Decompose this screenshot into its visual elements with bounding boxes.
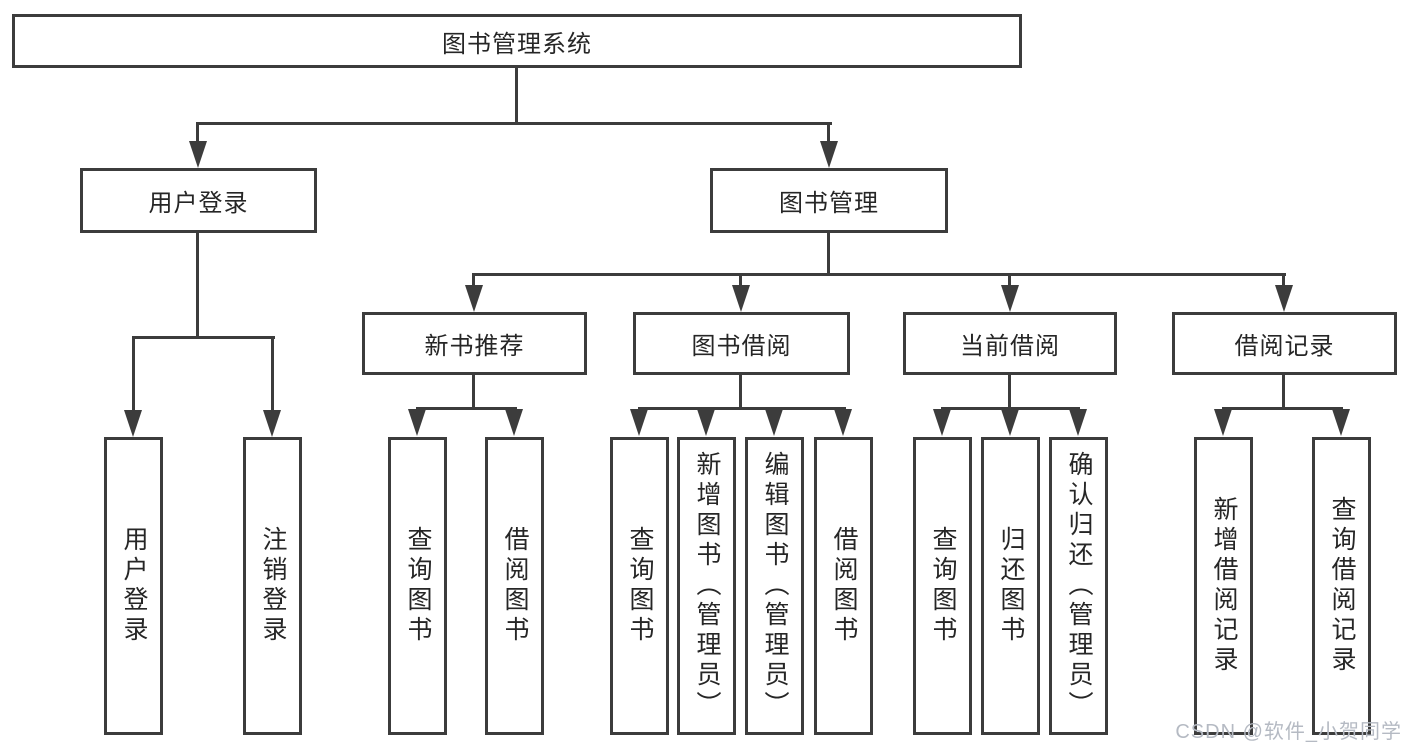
- connector-line: [271, 336, 274, 413]
- connector-line: [739, 375, 742, 410]
- node-label: 新增图书（管理员）: [693, 451, 721, 721]
- connector-line: [739, 273, 742, 290]
- node-label: 图书管理系统: [442, 30, 592, 58]
- connector-arrowhead: [820, 141, 838, 168]
- csdn-watermark: CSDN @软件_小贺同学: [1175, 721, 1402, 743]
- node-label: 确认归还（管理员）: [1065, 451, 1093, 721]
- connector-line: [196, 233, 199, 339]
- node-label: 用户登录: [120, 526, 148, 646]
- connector-arrowhead: [1275, 285, 1293, 312]
- connector-line: [1222, 407, 1343, 410]
- node-label: 当前借阅: [960, 333, 1060, 360]
- node-label: 查询图书: [404, 526, 432, 646]
- connector-line: [1008, 273, 1011, 290]
- node-label: 借阅记录: [1234, 333, 1335, 360]
- connector-arrowhead: [1001, 409, 1019, 436]
- leaf-logout: 注销登录: [243, 437, 302, 735]
- node-label: 注销登录: [259, 526, 287, 646]
- connector-arrowhead: [189, 141, 207, 168]
- node-label: 借阅图书: [830, 526, 858, 646]
- leaf-add-borrow-record: 新增借阅记录: [1194, 437, 1253, 735]
- connector-arrowhead: [765, 409, 783, 436]
- connector-arrowhead: [1214, 409, 1232, 436]
- connector-arrowhead: [1332, 409, 1350, 436]
- connector-line: [515, 68, 518, 125]
- leaf-add-books-admin: 新增图书（管理员）: [677, 437, 736, 735]
- connector-line: [472, 375, 475, 410]
- connector-arrowhead: [408, 409, 426, 436]
- node-label: 新增借阅记录: [1210, 496, 1238, 676]
- node-new-book-recommendation: 新书推荐: [362, 312, 587, 375]
- connector-line: [416, 407, 517, 410]
- leaf-query-books-recommend: 查询图书: [388, 437, 447, 735]
- node-label: 查询图书: [626, 526, 654, 646]
- leaf-borrow-books-borrowing: 借阅图书: [814, 437, 873, 735]
- connector-line: [1008, 375, 1011, 410]
- leaf-edit-books-admin: 编辑图书（管理员）: [745, 437, 804, 735]
- connector-line: [827, 122, 830, 146]
- leaf-query-books-current: 查询图书: [913, 437, 972, 735]
- leaf-query-books-borrowing: 查询图书: [610, 437, 669, 735]
- node-current-borrowing: 当前借阅: [903, 312, 1117, 375]
- connector-arrowhead: [465, 285, 483, 312]
- node-user-login-branch: 用户登录: [80, 168, 317, 233]
- node-label: 查询借阅记录: [1328, 496, 1356, 676]
- node-label: 查询图书: [929, 526, 957, 646]
- node-borrowing-records: 借阅记录: [1172, 312, 1397, 375]
- connector-arrowhead: [1001, 285, 1019, 312]
- node-label: 用户登录: [148, 190, 249, 217]
- connector-line: [132, 336, 275, 339]
- connector-arrowhead: [697, 409, 715, 436]
- connector-arrowhead: [505, 409, 523, 436]
- connector-line: [1282, 375, 1285, 410]
- connector-line: [472, 273, 1286, 276]
- connector-arrowhead: [834, 409, 852, 436]
- connector-line: [197, 122, 832, 125]
- leaf-user-login: 用户登录: [104, 437, 163, 735]
- connector-line: [1282, 273, 1285, 290]
- connector-line: [196, 122, 199, 146]
- node-book-borrowing: 图书借阅: [633, 312, 850, 375]
- node-label: 新书推荐: [424, 333, 525, 360]
- leaf-confirm-return-admin: 确认归还（管理员）: [1049, 437, 1108, 735]
- node-label: 图书管理: [779, 190, 879, 217]
- connector-line: [827, 233, 830, 276]
- connector-arrowhead: [630, 409, 648, 436]
- leaf-return-books: 归还图书: [981, 437, 1040, 735]
- connector-arrowhead: [732, 285, 750, 312]
- leaf-query-borrow-record: 查询借阅记录: [1312, 437, 1371, 735]
- connector-arrowhead: [1069, 409, 1087, 436]
- node-label: 借阅图书: [501, 526, 529, 646]
- connector-arrowhead: [124, 410, 142, 437]
- connector-line: [638, 407, 846, 410]
- node-label: 编辑图书（管理员）: [761, 451, 789, 721]
- connector-line: [941, 407, 1080, 410]
- node-label: 归还图书: [997, 526, 1025, 646]
- node-label: 图书借阅: [691, 333, 792, 360]
- connector-arrowhead: [933, 409, 951, 436]
- node-library-management-system: 图书管理系统: [12, 14, 1022, 68]
- connector-arrowhead: [263, 410, 281, 437]
- node-book-management: 图书管理: [710, 168, 948, 233]
- connector-line: [132, 336, 135, 413]
- leaf-borrow-books-recommend: 借阅图书: [485, 437, 544, 735]
- connector-line: [472, 273, 475, 290]
